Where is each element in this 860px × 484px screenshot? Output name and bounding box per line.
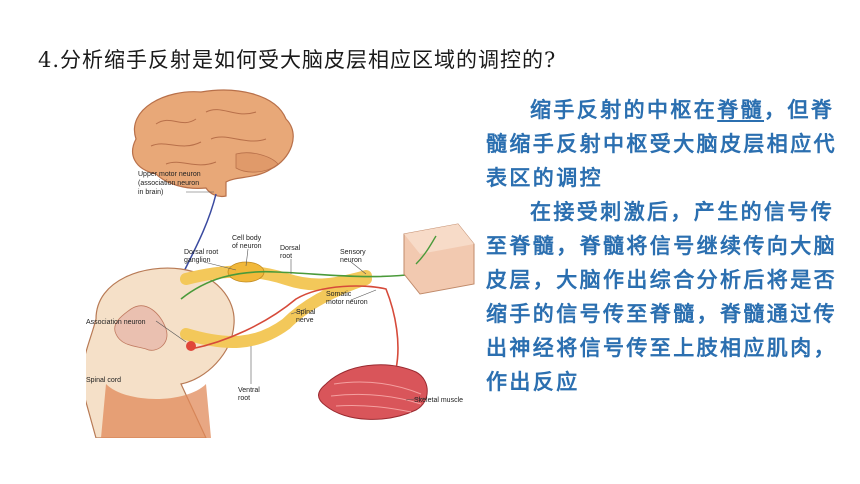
label-skeletal-muscle: Skeletal muscle	[414, 397, 463, 404]
label-dorsal-root-ganglion-1: Dorsal root	[184, 249, 218, 256]
skin-illustration	[403, 223, 475, 295]
answer-p1-pre: 缩手反射的中枢在	[530, 98, 718, 122]
dorsal-root-nerve	[180, 265, 372, 291]
label-dorsal-root-ganglion-2: ganglion	[184, 257, 211, 264]
label-spinal-nerve-2: nerve	[296, 317, 314, 324]
association-neuron-dot	[186, 341, 196, 351]
question-title: 4.分析缩手反射是如何受大脑皮层相应区域的调控的?	[38, 48, 557, 72]
label-sensory-neuron-2: neuron	[340, 257, 362, 264]
label-spinal-nerve-1: Spinal	[296, 309, 316, 316]
answer-text-block: 缩手反射的中枢在脊髓，但脊髓缩手反射中枢受大脑皮层相应代表区的调控 在接受刺激后…	[486, 93, 848, 399]
label-dorsal-root-1: Dorsal	[280, 245, 301, 252]
label-cell-body-2: of neuron	[232, 243, 262, 250]
spinal-cord-illustration	[86, 267, 235, 438]
label-ventral-root-1: Ventral	[238, 387, 260, 394]
answer-p1-underline: 脊髓	[717, 98, 765, 122]
answer-paragraph-2: 在接受刺激后，产生的信号传至脊髓，脊髓将信号继续传向大脑皮层，大脑作出综合分析后…	[486, 195, 848, 399]
label-association-neuron: Association neuron	[86, 319, 146, 326]
answer-p1-post: ，但脊髓缩手反射中枢受大脑皮层相应代表区的调控	[486, 98, 837, 190]
label-sensory-neuron-1: Sensory	[340, 249, 366, 256]
label-ventral-root-2: root	[238, 395, 250, 402]
label-cell-body-1: Cell body	[232, 235, 262, 242]
brain-illustration	[132, 89, 294, 198]
label-somatic-motor-neuron-2: motor neuron	[326, 299, 368, 306]
muscle-illustration	[318, 364, 428, 420]
label-spinal-cord: Spinal cord	[86, 377, 121, 384]
label-somatic-motor-neuron-1: Somatic	[326, 291, 352, 298]
label-dorsal-root-2: root	[280, 253, 292, 260]
answer-p2: 在接受刺激后，产生的信号传至脊髓，脊髓将信号继续传向大脑皮层，大脑作出综合分析后…	[486, 200, 837, 394]
reflex-arc-figure: Upper motor neuron (association neuron i…	[86, 84, 476, 438]
label-upper-motor-neuron-2: (association neuron	[138, 180, 199, 187]
answer-paragraph-1: 缩手反射的中枢在脊髓，但脊髓缩手反射中枢受大脑皮层相应代表区的调控	[486, 93, 848, 195]
label-upper-motor-neuron-3: in brain)	[138, 189, 163, 196]
label-upper-motor-neuron-1: Upper motor neuron	[138, 171, 201, 178]
sensory-neuron-line	[180, 270, 417, 300]
motor-neuron-line	[190, 285, 399, 370]
